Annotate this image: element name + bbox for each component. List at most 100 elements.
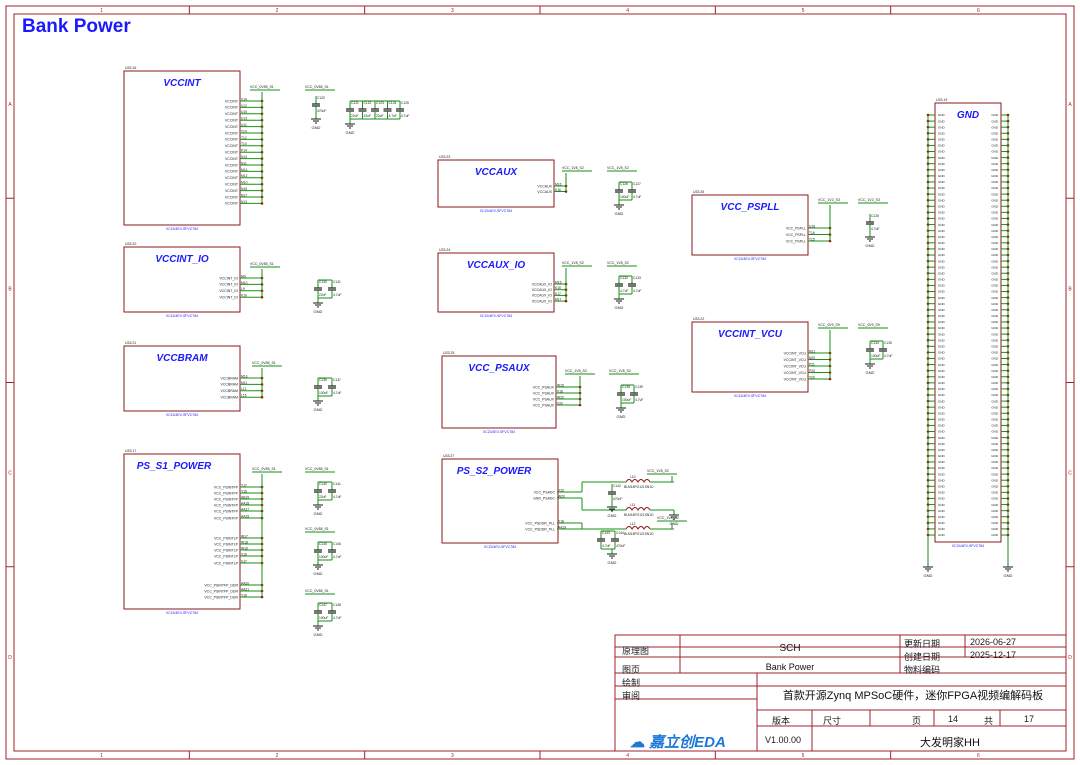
net-ps-s1: VCC_0V85_S1: [252, 467, 276, 471]
gnd-pin-label-left: GND: [938, 454, 946, 458]
pin-num-vccint: P14: [241, 149, 247, 153]
cap-value-c139: 4.7uF: [635, 398, 643, 402]
pin-num-ps-s2: Y20: [558, 488, 564, 492]
cap-ref-c128: C128: [871, 214, 879, 218]
pin-num-vccint: M14: [241, 168, 248, 172]
part-vccaux_io: XCZU4EV-SFVC784: [480, 314, 512, 318]
pin-name-vccint: VCCINT: [225, 195, 239, 199]
pin-num-vcc_psaux: V20: [557, 401, 563, 405]
cap-ref-c140: C140: [319, 482, 327, 486]
gnd-pin-label-right: GND: [991, 296, 999, 300]
inductor-L11: [625, 507, 651, 511]
gnd-pin-label-right: GND: [991, 338, 999, 342]
gnd-pin-label-right: GND: [991, 174, 999, 178]
pin-num-vccint_vcu: N20: [809, 356, 815, 360]
gnd-label: GND: [866, 243, 875, 248]
pin-num-vccint_vcu: P21: [809, 362, 815, 366]
gnd-pin-label-left: GND: [938, 217, 946, 221]
cap-ref-c146: C146: [333, 542, 341, 546]
gnd-pin-label-left: GND: [938, 131, 946, 135]
inductor-part: BLM18PG121SN1D: [624, 532, 654, 536]
gnd-pin-label-right: GND: [991, 442, 999, 446]
pin-num-vccbram: L15: [241, 394, 247, 398]
gnd-pin-label-right: GND: [991, 491, 999, 495]
pin-name-vccbram: VCCBRAM: [220, 396, 238, 400]
pin-name-vccint_vcu: VCCINT_VCU: [784, 351, 807, 355]
block-vcc_psppll: [691, 194, 809, 256]
border-row-D: D: [8, 655, 12, 661]
pin-num-ps-s1: W18: [241, 540, 248, 544]
cap-value-c121: 22uF: [351, 114, 359, 118]
gnd-pin-label-right: GND: [991, 320, 999, 324]
gnd-pin-label-left: GND: [938, 290, 946, 294]
pin-num-vcc_psppll: T16: [809, 231, 815, 235]
gnd-pin-label-right: GND: [991, 150, 999, 154]
net-vcu: VCC_0V9_S9: [818, 323, 840, 327]
gnd-pin-label-right: GND: [991, 472, 999, 476]
block-vccint: [123, 70, 241, 226]
gnd-pin-label-right: GND: [991, 381, 999, 385]
cap-value-c147: 100uF: [319, 616, 328, 620]
gnd-pin-label-left: GND: [938, 369, 946, 373]
cap-value-c141: 4.7uF: [333, 495, 341, 499]
pin-name-ps-s2: VCC_PSADC: [534, 490, 556, 494]
cap-value-c142: 470nF: [613, 497, 622, 501]
pin-name-ps-s1: VCC_PSINTFP_DDR: [204, 595, 238, 599]
cap-ref-c148: C148: [333, 603, 341, 607]
pin-name-vcc_psppll: VCC_PSPLL: [786, 233, 806, 237]
pin-name-ps-s1: VCC_PSINTFP: [214, 491, 239, 495]
pin-num-ps-s1: V17: [241, 559, 247, 563]
gnd-pin-label-left: GND: [938, 363, 946, 367]
pin-num-vccbram: M11: [241, 381, 247, 385]
pin-num-vccint: N11: [241, 161, 247, 165]
block-name-vccbram: VCCBRAM: [156, 353, 208, 364]
net-vccaux: VCC_1V8_S2: [562, 166, 584, 170]
gnd-pin-label-left: GND: [938, 466, 946, 470]
cap-ref-c121: C121: [351, 101, 359, 105]
pin-num-vcc_psaux: W20: [557, 395, 564, 399]
gnd-pin-label-right: GND: [991, 393, 999, 397]
gnd-pin-label-right: GND: [991, 314, 999, 318]
pin-num-vcc_psaux: W15: [557, 383, 564, 387]
pin-num-vccint_io: M9: [241, 274, 246, 278]
cap-ref-c139: C139: [635, 385, 643, 389]
cap-value-c148: 4.7uF: [333, 616, 341, 620]
pin-name-vccint: VCCINT: [225, 112, 239, 116]
gnd-pin-label-right: GND: [991, 485, 999, 489]
net-vccbram: VCC_0V85_S1: [252, 361, 276, 365]
cap-ref-c145: C145: [319, 542, 327, 546]
pin-name-ps-s2: GND_PSADC: [533, 496, 555, 500]
gnd-pin-label-right: GND: [991, 284, 999, 288]
gnd-pin-label-left: GND: [938, 253, 946, 257]
pin-name-ps-s2: VCC_PSDDR_PLL: [525, 527, 555, 531]
gnd-label: GND: [314, 571, 323, 576]
gnd-pin-label-left: GND: [938, 485, 946, 489]
gnd-pin-label-left: GND: [938, 168, 946, 172]
part-ps_s2_power: XCZU4EV-SFVC784: [484, 545, 516, 549]
border-col-4: 4: [626, 8, 629, 14]
net-ps-s1-c145: VCC_0V85_S1: [305, 527, 329, 531]
gnd-pin-label-left: GND: [938, 430, 946, 434]
border-row-C: C: [8, 471, 12, 477]
gnd-pin-label-left: GND: [938, 138, 946, 142]
block-ps_s1_power: [123, 453, 241, 610]
jlc-eda-logo: ☁ 嘉立创EDA: [630, 734, 726, 751]
pin-num-vccint_vcu: P20: [809, 369, 815, 373]
pin-name-vccint: VCCINT: [225, 170, 239, 174]
cap-value-c126: 100uF: [620, 195, 629, 199]
pin-name-vccint_vcu: VCCINT_VCU: [784, 364, 807, 368]
cap-value-c130: 22uF: [319, 293, 327, 297]
pin-num-ps-s1: V19: [241, 552, 247, 556]
net-vccint: VCC_0V85_S1: [250, 85, 274, 89]
cap-value-c143: 4.7uF: [602, 544, 610, 548]
designator-vccint_vcu: U33.22: [693, 317, 704, 321]
gnd-pin-label-left: GND: [938, 156, 946, 160]
gnd-pin-label-right: GND: [991, 271, 999, 275]
gnd-pin-label-right: GND: [991, 223, 999, 227]
pin-num-vccint: M10: [241, 181, 248, 185]
pin-num-vccint_io: K10: [241, 294, 247, 298]
cap-ref-c127: C127: [633, 182, 641, 186]
gnd-pin-label-left: GND: [938, 284, 946, 288]
gnd-pin-label-right: GND: [991, 198, 999, 202]
gnd-pin-label-left: GND: [938, 503, 946, 507]
